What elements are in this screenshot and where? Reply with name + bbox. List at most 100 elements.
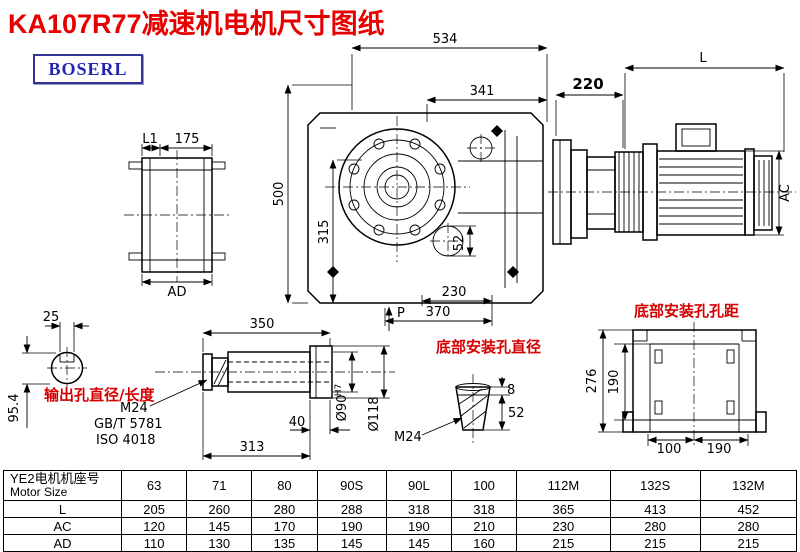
technical-drawing: 534 341 500 315 52 (7, 32, 796, 460)
output-shaft-view: 350 40 313 Ø90 H7 (44, 317, 395, 460)
dim-190-vertical: 190 (607, 370, 622, 395)
gearbox-housing-outline (307, 112, 544, 304)
side-view-dimensions: 220 L AC (555, 51, 793, 236)
bolt-standard-iso: ISO 4018 (96, 433, 156, 448)
value-cell: 135 (251, 534, 318, 552)
bottom-hole-dimensions: 8 52 M24 (394, 377, 525, 445)
motor (642, 123, 773, 241)
bottom-hole-label: 底部安装孔直径 (436, 338, 541, 356)
size-col-header: 71 (186, 470, 253, 501)
dim-hub-diameter: Ø118 (367, 396, 382, 431)
dim-8: 8 (507, 383, 515, 398)
dim-276: 276 (585, 369, 600, 394)
shaft-end-view: 25 95.4 (7, 310, 89, 428)
hole-thread: M24 (394, 430, 422, 445)
value-cell: 145 (316, 534, 387, 552)
value-cell: 190 (316, 517, 387, 535)
dim-motor-length: L (699, 51, 707, 66)
terminal-box (675, 123, 717, 152)
value-cell: 288 (316, 500, 387, 518)
value-cell: 230 (516, 517, 611, 535)
output-bore-label: 输出孔直径/长度 (44, 386, 155, 404)
hole-cone (455, 386, 491, 431)
output-flange (325, 116, 470, 262)
front-view: 534 341 500 315 52 (272, 32, 548, 331)
flange-bolt-holes (348, 138, 446, 236)
value-cell: 120 (120, 517, 188, 535)
dim-40: 40 (289, 415, 306, 430)
table-row-l: L 205 260 280 288 318 318 365 413 452 (3, 500, 798, 518)
dim-95-4: 95.4 (7, 394, 22, 423)
size-col-header: 132S (609, 470, 701, 501)
rear-view: 底部安装孔孔距 276 (585, 302, 767, 457)
dim-315: 315 (317, 220, 332, 245)
value-cell: 145 (385, 534, 452, 552)
dim-313: 313 (240, 440, 265, 455)
fan-cover (753, 155, 773, 231)
dim-ad: AD (168, 285, 187, 300)
value-cell: 215 (699, 534, 798, 552)
dim-bore-tolerance: H7 (334, 384, 344, 397)
row-label: AC (3, 517, 122, 535)
dim-534: 534 (433, 32, 458, 47)
dim-350: 350 (250, 317, 275, 332)
dim-175: 175 (175, 132, 200, 147)
value-cell: 318 (450, 500, 518, 518)
bolt-standard-gb: GB/T 5781 (94, 417, 163, 432)
dim-l1: L1 (142, 132, 158, 147)
dim-25: 25 (43, 310, 60, 325)
corner-marker (507, 266, 519, 278)
dim-370: 370 (426, 305, 451, 320)
dim-52-hole: 52 (508, 406, 525, 421)
value-cell: 205 (120, 500, 188, 518)
side-view: 220 L AC (548, 51, 796, 245)
table-row-ad: AD 110 130 135 145 145 160 215 215 215 (3, 534, 798, 552)
dim-52: 52 (452, 235, 467, 252)
dim-230: 230 (442, 285, 467, 300)
dim-341: 341 (470, 84, 495, 99)
brand-logo-text: BOSERL (48, 58, 128, 79)
rear-view-dimensions: 276 190 100 190 (585, 329, 749, 457)
corner-marker (491, 125, 503, 137)
value-cell: 280 (251, 500, 318, 518)
size-col-header: 63 (120, 470, 188, 501)
size-col-header: 112M (516, 470, 611, 501)
value-cell: 280 (699, 517, 798, 535)
label-p: P (397, 306, 405, 321)
dim-190-horizontal: 190 (707, 442, 732, 457)
row-label: AD (3, 534, 122, 552)
flange-side-view: L1 175 AD (124, 132, 230, 300)
size-col-header: 90S (316, 470, 387, 501)
dim-100: 100 (657, 442, 682, 457)
rear-detail-lines (633, 330, 756, 432)
flange-view-dimensions: L1 175 AD (141, 132, 213, 300)
value-cell: 215 (516, 534, 611, 552)
value-cell: 280 (609, 517, 701, 535)
output-shaft-dimensions: 350 40 313 Ø90 H7 (94, 317, 390, 460)
dim-220: 220 (572, 75, 603, 93)
size-col-header: 90L (385, 470, 452, 501)
front-view-dimensions: 534 341 500 315 52 (272, 32, 548, 331)
dim-bore-diameter: Ø90 (335, 395, 350, 422)
shaft-hub (309, 345, 333, 399)
value-cell: 110 (120, 534, 188, 552)
bearing-boss (467, 134, 495, 162)
value-cell: 318 (385, 500, 452, 518)
value-cell: 215 (609, 534, 701, 552)
header-motor-size-en: Motor Size (10, 485, 68, 499)
header-motor-size: YE2电机机座号 Motor Size (3, 470, 122, 501)
coupling-housing (614, 151, 644, 233)
gear-unit-side (552, 139, 616, 245)
value-cell: 145 (186, 517, 253, 535)
housing-detail-lines (320, 127, 543, 288)
value-cell: 210 (450, 517, 518, 535)
fan-cover-slots (758, 160, 770, 226)
table-header-row: YE2电机机座号 Motor Size 63 71 80 90S 90L 100… (3, 470, 798, 501)
motor-size-table: YE2电机机座号 Motor Size 63 71 80 90S 90L 100… (3, 470, 798, 552)
bottom-hole-detail: 底部安装孔直径 8 52 M24 (394, 338, 541, 446)
rear-body (632, 329, 757, 433)
coupling-ribs (618, 152, 640, 232)
value-cell: 170 (251, 517, 318, 535)
terminal-box-lid (681, 128, 711, 147)
bolt-thread: M24 (120, 401, 148, 416)
